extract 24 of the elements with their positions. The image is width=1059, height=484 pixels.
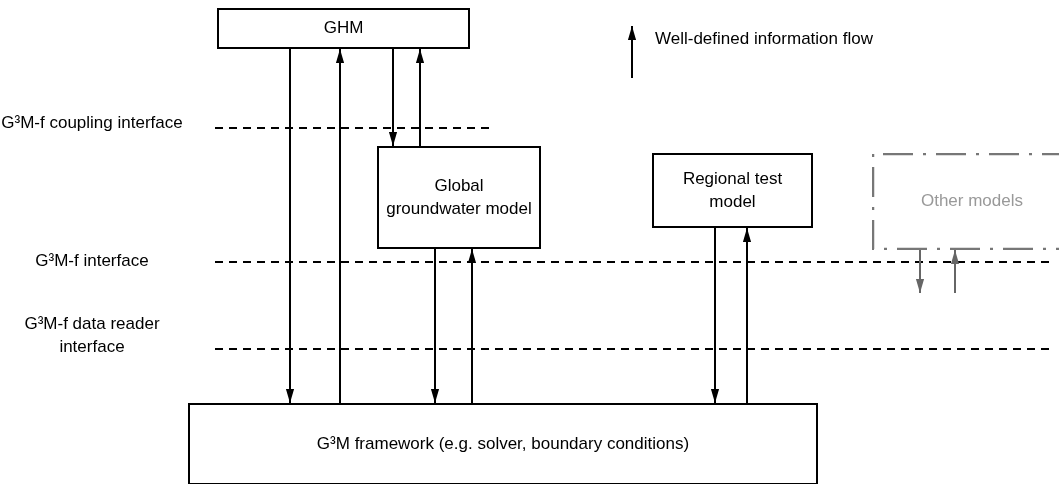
node-text: GHM [323, 17, 364, 40]
arrow [710, 227, 720, 404]
arrow [335, 48, 345, 404]
node-text: Global groundwater model [385, 174, 533, 220]
process-box [872, 153, 1059, 250]
arrow [285, 48, 295, 404]
interface-label: G³M-f interface [34, 250, 150, 272]
node-text: Regional test model [681, 167, 784, 213]
node-text: G³M framework (e.g. solver, boundary conditions) [316, 432, 690, 455]
arrow [415, 48, 425, 147]
arrow [430, 248, 440, 404]
arrow [742, 227, 752, 404]
arrow [950, 249, 960, 294]
arrow [388, 48, 398, 147]
interface-label: G³M-f coupling interface [0, 112, 184, 134]
interface-label: G³M-f data reader interface [23, 313, 161, 358]
arrow [915, 249, 925, 294]
process-box [377, 146, 541, 249]
process-box [217, 8, 470, 49]
process-box [652, 153, 813, 228]
node-text: Other models [920, 190, 1023, 213]
legend-text: Well-defined information flow [655, 28, 873, 50]
process-box [188, 403, 818, 484]
arrow [467, 248, 477, 404]
